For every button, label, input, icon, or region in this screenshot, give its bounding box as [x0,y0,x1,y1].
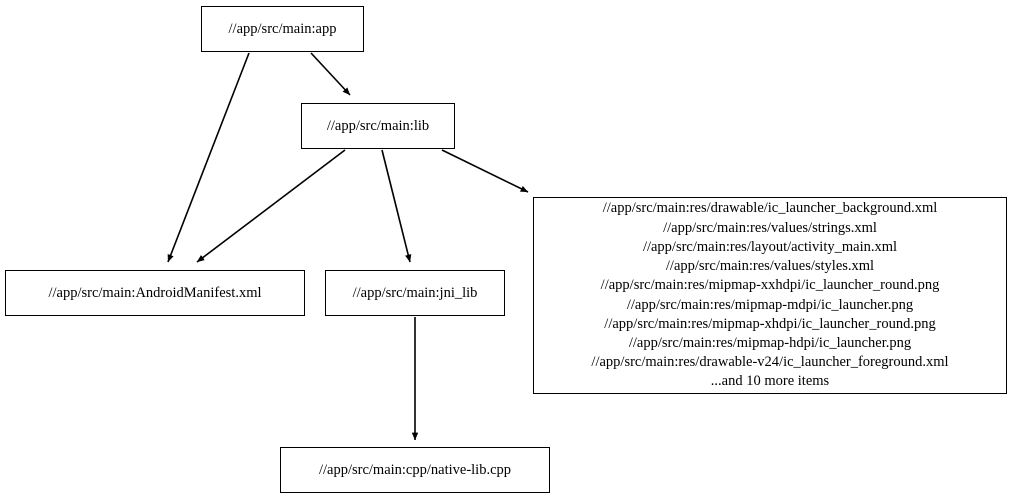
graph-node-jni-lib-label: //app/src/main:jni_lib [352,284,478,301]
graph-node-app[interactable]: //app/src/main:app [201,6,364,52]
edge-lib-to-manifest [196,149,346,263]
edge-lib-to-resources [441,149,529,193]
edge-lib-to-jni-lib [381,149,412,263]
graph-node-app-label: //app/src/main:app [228,20,337,37]
graph-node-lib[interactable]: //app/src/main:lib [301,103,455,149]
graph-node-resources[interactable]: //app/src/main:res/drawable/ic_launcher_… [533,197,1007,394]
graph-node-lib-label: //app/src/main:lib [326,117,430,134]
graph-node-native-lib-cpp-label: //app/src/main:cpp/native-lib.cpp [318,461,512,478]
graph-node-android-manifest[interactable]: //app/src/main:AndroidManifest.xml [5,270,305,316]
edge-app-to-manifest [167,52,250,263]
graph-node-android-manifest-label: //app/src/main:AndroidManifest.xml [48,284,262,301]
edge-app-to-lib [310,52,351,96]
graph-node-native-lib-cpp[interactable]: //app/src/main:cpp/native-lib.cpp [280,447,550,493]
graph-node-resources-label: //app/src/main:res/drawable/ic_launcher_… [591,200,949,390]
graph-node-jni-lib[interactable]: //app/src/main:jni_lib [325,270,505,316]
